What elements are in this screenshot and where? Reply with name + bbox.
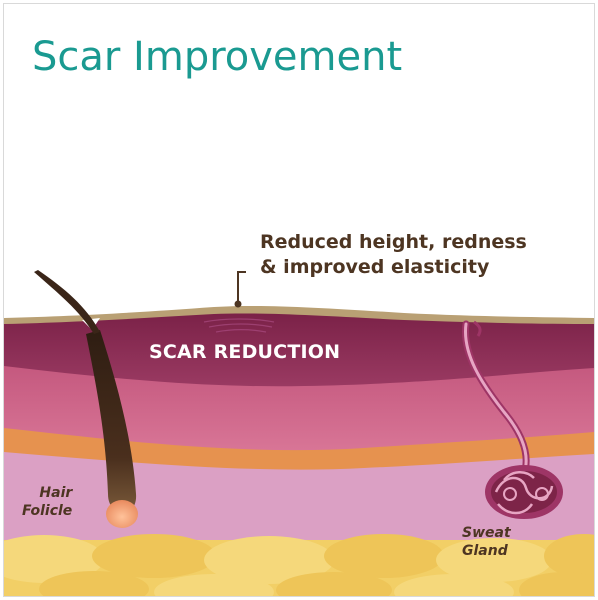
callout-line-1: Reduced height, redness: [260, 231, 527, 253]
sweat-gland-label: Sweat Gland: [462, 524, 511, 560]
page-title: Scar Improvement: [32, 34, 403, 80]
hair-follicle-sheath: [86, 330, 137, 513]
hair-bulb: [106, 500, 138, 528]
dermis-layer: [4, 364, 594, 451]
scar-reduction-label: SCAR REDUCTION: [149, 341, 341, 363]
fat-layer: [4, 534, 594, 596]
scar-reduction-layer: [4, 311, 594, 387]
epidermis-layer: [4, 305, 594, 324]
sweat-gland: [461, 320, 563, 519]
hair-follicle-label: Hair Folicle: [22, 484, 72, 520]
callout-pointer: [234, 271, 246, 308]
sweat-label-line-1: Sweat: [462, 525, 511, 541]
sweat-label-line-2: Gland: [462, 543, 508, 559]
hair-label-line-2: Folicle: [22, 503, 73, 519]
hair-follicle: [34, 270, 138, 528]
hair-label-line-1: Hair: [39, 485, 73, 501]
skin-cross-section: [4, 270, 594, 596]
diagram-frame: Scar Improvement Reduced height, redness…: [3, 3, 595, 597]
sweat-gland-coil: [485, 465, 563, 519]
callout-line-2: & improved elasticity: [260, 256, 490, 278]
hair-shaft: [34, 270, 100, 334]
scar-ridge-marks: [203, 318, 275, 333]
callout-text: Reduced height, redness & improved elast…: [260, 230, 527, 280]
